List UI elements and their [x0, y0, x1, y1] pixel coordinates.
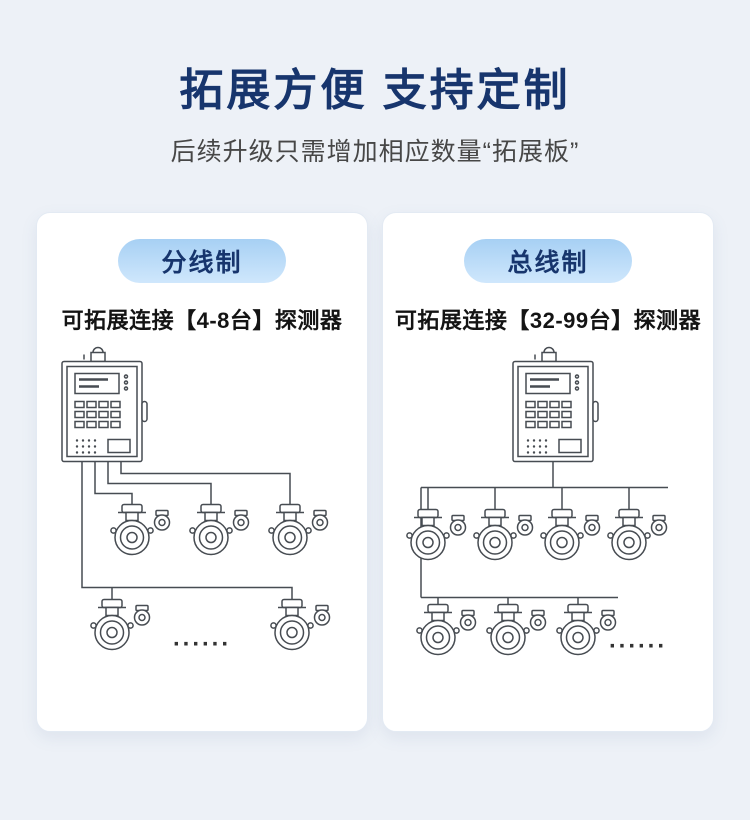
badge-branch-wiring: 分线制 [118, 239, 286, 283]
wiring-lines [420, 461, 668, 605]
page-title: 拓展方便 支持定制 [179, 66, 571, 115]
branch-wiring-diagram: ...... [37, 343, 367, 693]
ellipsis-dots: ...... [173, 625, 231, 652]
detector-icon [473, 508, 534, 561]
ellipsis-dots: ...... [609, 627, 667, 654]
page-subtitle: 后续升级只需增加相应数量“拓展板” [170, 138, 580, 166]
detector-icon [607, 508, 668, 561]
controller-icon [60, 346, 149, 463]
wiring-lines [81, 461, 293, 600]
card-description-branch: 可拓展连接【4-8台】探测器 [61, 308, 343, 333]
detector-icon [268, 503, 329, 556]
bus-wiring-svg: ...... [406, 346, 668, 656]
detector-icon [486, 603, 547, 656]
detector-icon [406, 508, 467, 561]
detector-icon [189, 503, 250, 556]
detector-icon [110, 503, 171, 556]
controller-icon [511, 346, 600, 463]
detector-icon [556, 603, 617, 656]
card-branch-wiring: 分线制 可拓展连接【4-8台】探测器 [36, 212, 368, 732]
page: 拓展方便 支持定制 后续升级只需增加相应数量“拓展板” 分线制 可拓展连接【4-… [0, 54, 750, 820]
bus-wiring-diagram: ...... [383, 343, 713, 693]
branch-wiring-svg: ...... [60, 346, 331, 652]
badge-bus-wiring: 总线制 [464, 239, 632, 283]
detector-icon [540, 508, 601, 561]
cards-row: 分线制 可拓展连接【4-8台】探测器 [0, 212, 750, 732]
detector-icon [416, 603, 477, 656]
detector-icon [270, 598, 331, 651]
detector-icon [90, 598, 151, 651]
card-description-bus: 可拓展连接【32-99台】探测器 [394, 308, 702, 333]
card-bus-wiring: 总线制 可拓展连接【32-99台】探测器 [382, 212, 714, 732]
